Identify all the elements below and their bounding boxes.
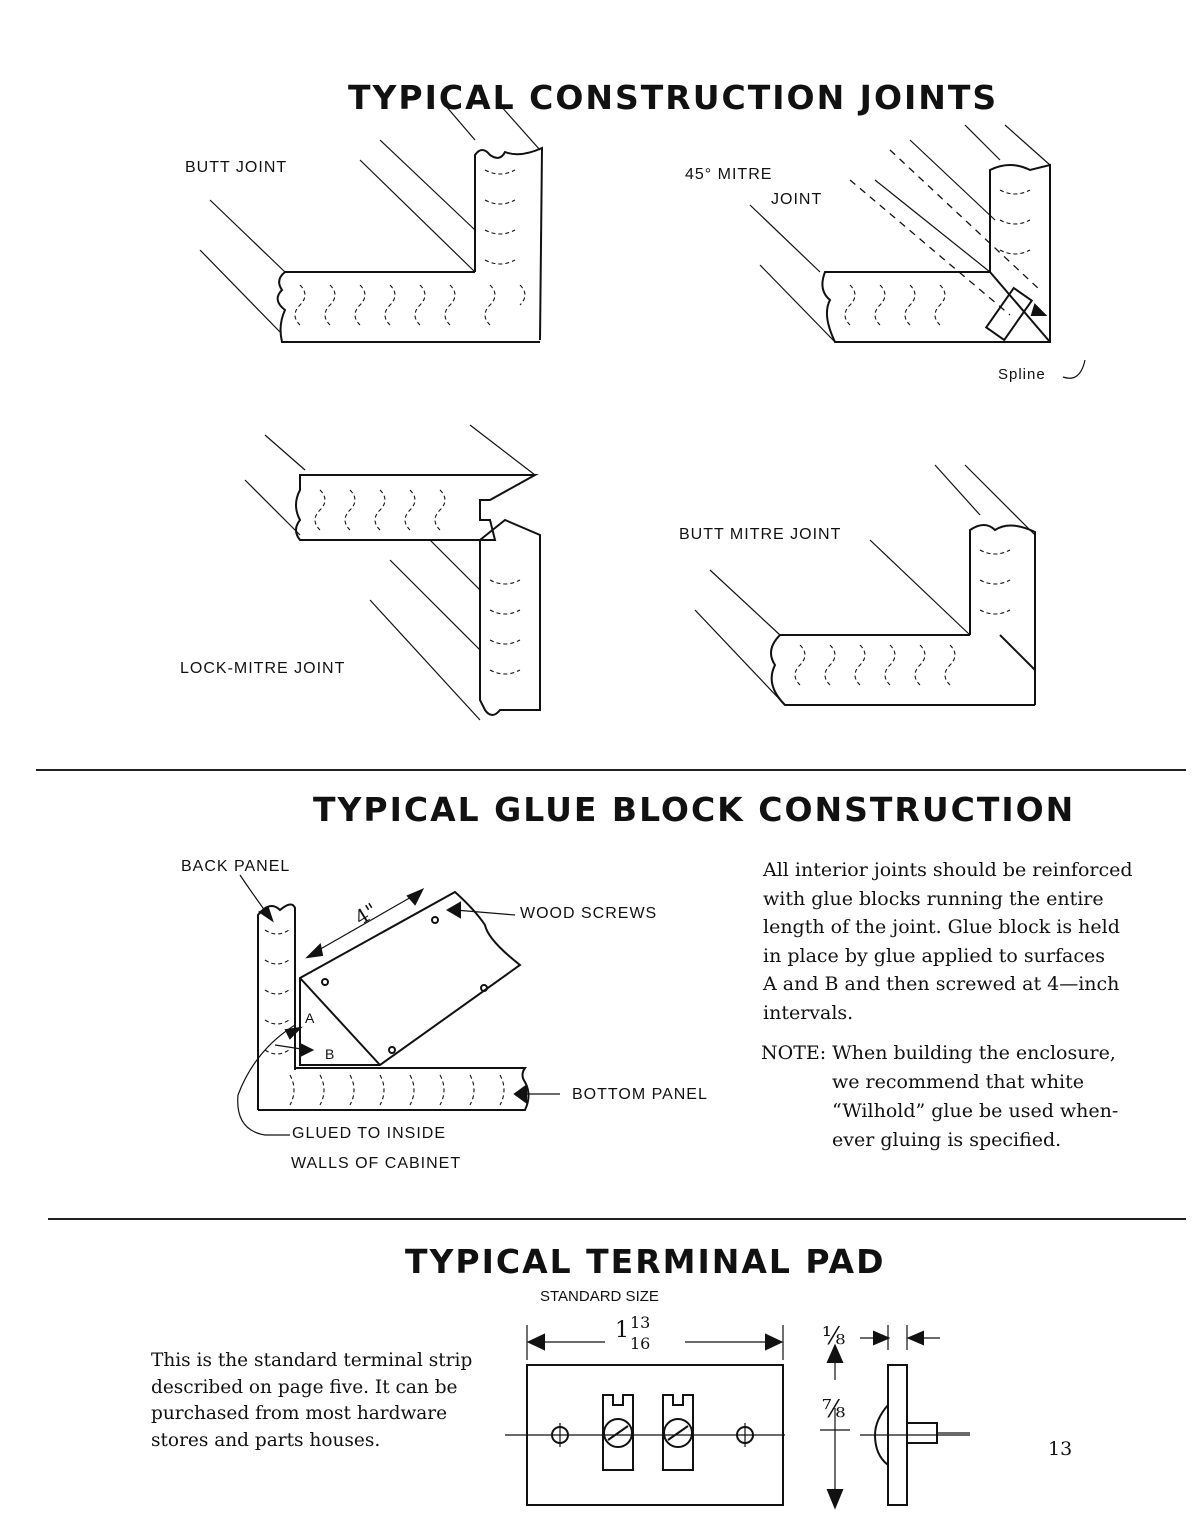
wood-screws-label: WOOD SCREWS [520,905,658,922]
terminal-pad-drawing [505,1325,970,1510]
lock-mitre-joint-label: LOCK-MITRE JOINT [180,660,346,677]
spline-label: Spline [998,366,1046,383]
dimension-width-numerator: 13 [630,1313,651,1332]
butt-joint-label: BUTT JOINT [185,159,288,176]
glued-label-line2: WALLS OF CABINET [291,1155,462,1172]
joints-title: TYPICAL CONSTRUCTION JOINTS [348,78,999,117]
surface-a-label: A [305,1010,316,1026]
section-divider-2 [48,1218,1186,1220]
page-number: 13 [1048,1438,1073,1460]
lock-mitre-joint-drawing [244,424,541,721]
dimension-width-whole: 1 [615,1318,629,1343]
glue-block-body-text: All interior joints should be reinforced… [763,856,1133,1027]
butt-mitre-joint-label: BUTT MITRE JOINT [679,526,842,543]
dimension-thickness: ⅛ [822,1322,846,1350]
butt-joint-drawing [199,104,544,343]
body-line: with glue blocks running the entire [763,887,1104,910]
note-line-1: NOTE: When building the enclosure, [761,1042,1116,1064]
body-line: length of the joint. Glue block is held [763,916,1120,938]
glued-label-line1: GLUED TO INSIDE [292,1125,446,1142]
glue-block-drawing [237,874,560,1136]
body-line: intervals. [763,1001,854,1024]
surface-b-label: B [325,1046,336,1062]
mitre-joint-drawing [749,124,1051,343]
back-panel-label: BACK PANEL [181,858,291,875]
body-line: A and B and then screwed at 4—inch [763,973,1120,995]
body-line: described on page five. It can be [151,1376,458,1398]
butt-mitre-joint-drawing [694,464,1036,706]
dimension-height: ⅞ [822,1395,846,1423]
standard-size-label: STANDARD SIZE [540,1288,659,1305]
bottom-panel-label: BOTTOM PANEL [572,1086,708,1103]
body-line: All interior joints should be reinforced [763,859,1133,881]
terminal-pad-title: TYPICAL TERMINAL PAD [405,1242,886,1281]
glue-block-title: TYPICAL GLUE BLOCK CONSTRUCTION [313,790,1076,829]
note-line-3: “Wilhold” glue be used when- [832,1100,1119,1122]
spline-leader [1062,359,1086,379]
body-line: stores and parts houses. [151,1429,381,1451]
section-divider-1 [36,769,1186,771]
body-line: in place by glue applied to surfaces [763,944,1105,967]
mitre-joint-label-line2: JOINT [771,191,823,208]
terminal-body-text: This is the standard terminal strip desc… [151,1348,472,1454]
dimension-width-denominator: 16 [630,1334,651,1353]
note-line-4: ever gluing is specified. [832,1129,1062,1151]
note-line-2: we recommend that white [832,1071,1085,1093]
body-line: purchased from most hardware [151,1403,448,1424]
body-line: This is the standard terminal strip [151,1350,473,1371]
mitre-joint-label-line1: 45° MITRE [685,166,773,183]
